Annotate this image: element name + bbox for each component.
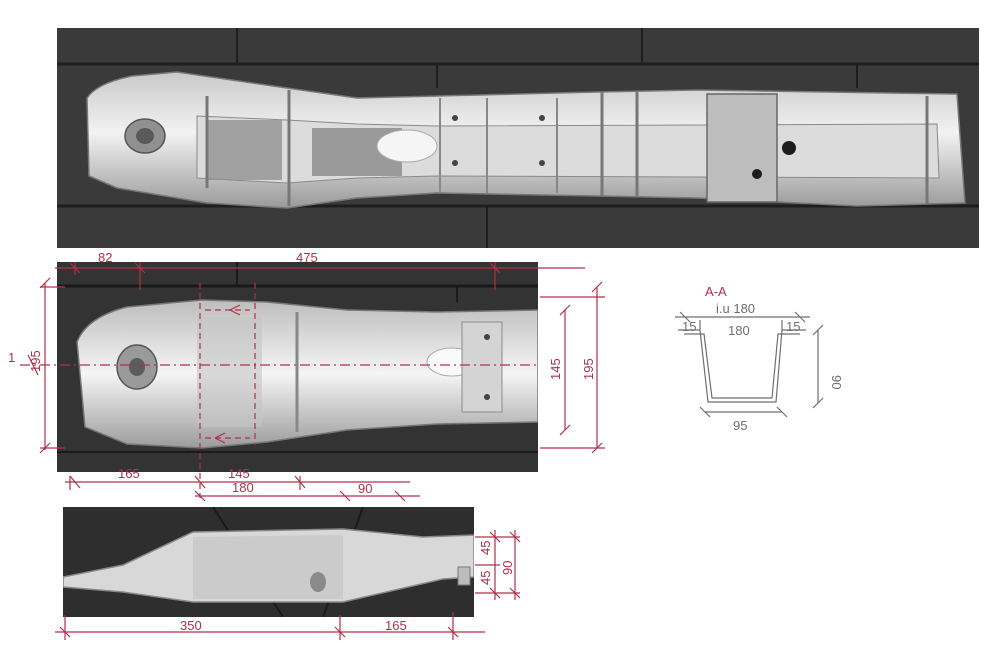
side-dim-45-b: 45 xyxy=(478,571,493,585)
full-part-image xyxy=(57,28,979,248)
front-half-photo xyxy=(57,262,538,472)
section-sketch xyxy=(675,311,824,418)
section-height: 90 xyxy=(829,375,844,389)
section-flange-left: 15 xyxy=(682,319,696,334)
section-inner-width: 180 xyxy=(728,323,750,338)
side-dim-90: 90 xyxy=(500,561,515,575)
dim-195-right: 195 xyxy=(581,358,596,380)
section-bottom-width: 95 xyxy=(733,418,747,433)
dim-145-bottom: 145 xyxy=(228,466,250,481)
dim-1: 1 xyxy=(8,350,15,365)
front-half-image xyxy=(57,262,538,472)
dim-82: 82 xyxy=(98,250,112,265)
section-flange-right: 15 xyxy=(786,319,800,334)
side-dim-45-a: 45 xyxy=(478,541,493,555)
dim-195-left: 195 xyxy=(28,350,43,372)
dim-145-right: 145 xyxy=(548,358,563,380)
dim-165: 165 xyxy=(118,466,140,481)
dim-180: 180 xyxy=(232,480,254,495)
side-view-image xyxy=(63,507,474,617)
dim-475: 475 xyxy=(296,250,318,265)
full-part-photo xyxy=(57,28,979,248)
mounting-hole xyxy=(782,141,796,155)
dim-90: 90 xyxy=(358,481,372,496)
section-top-label: i.u 180 xyxy=(716,301,755,316)
side-dim-350: 350 xyxy=(180,618,202,633)
part-outline xyxy=(76,299,538,449)
side-view-photo xyxy=(63,507,474,617)
section-title: A-A xyxy=(705,284,727,299)
side-dim-165: 165 xyxy=(385,618,407,633)
